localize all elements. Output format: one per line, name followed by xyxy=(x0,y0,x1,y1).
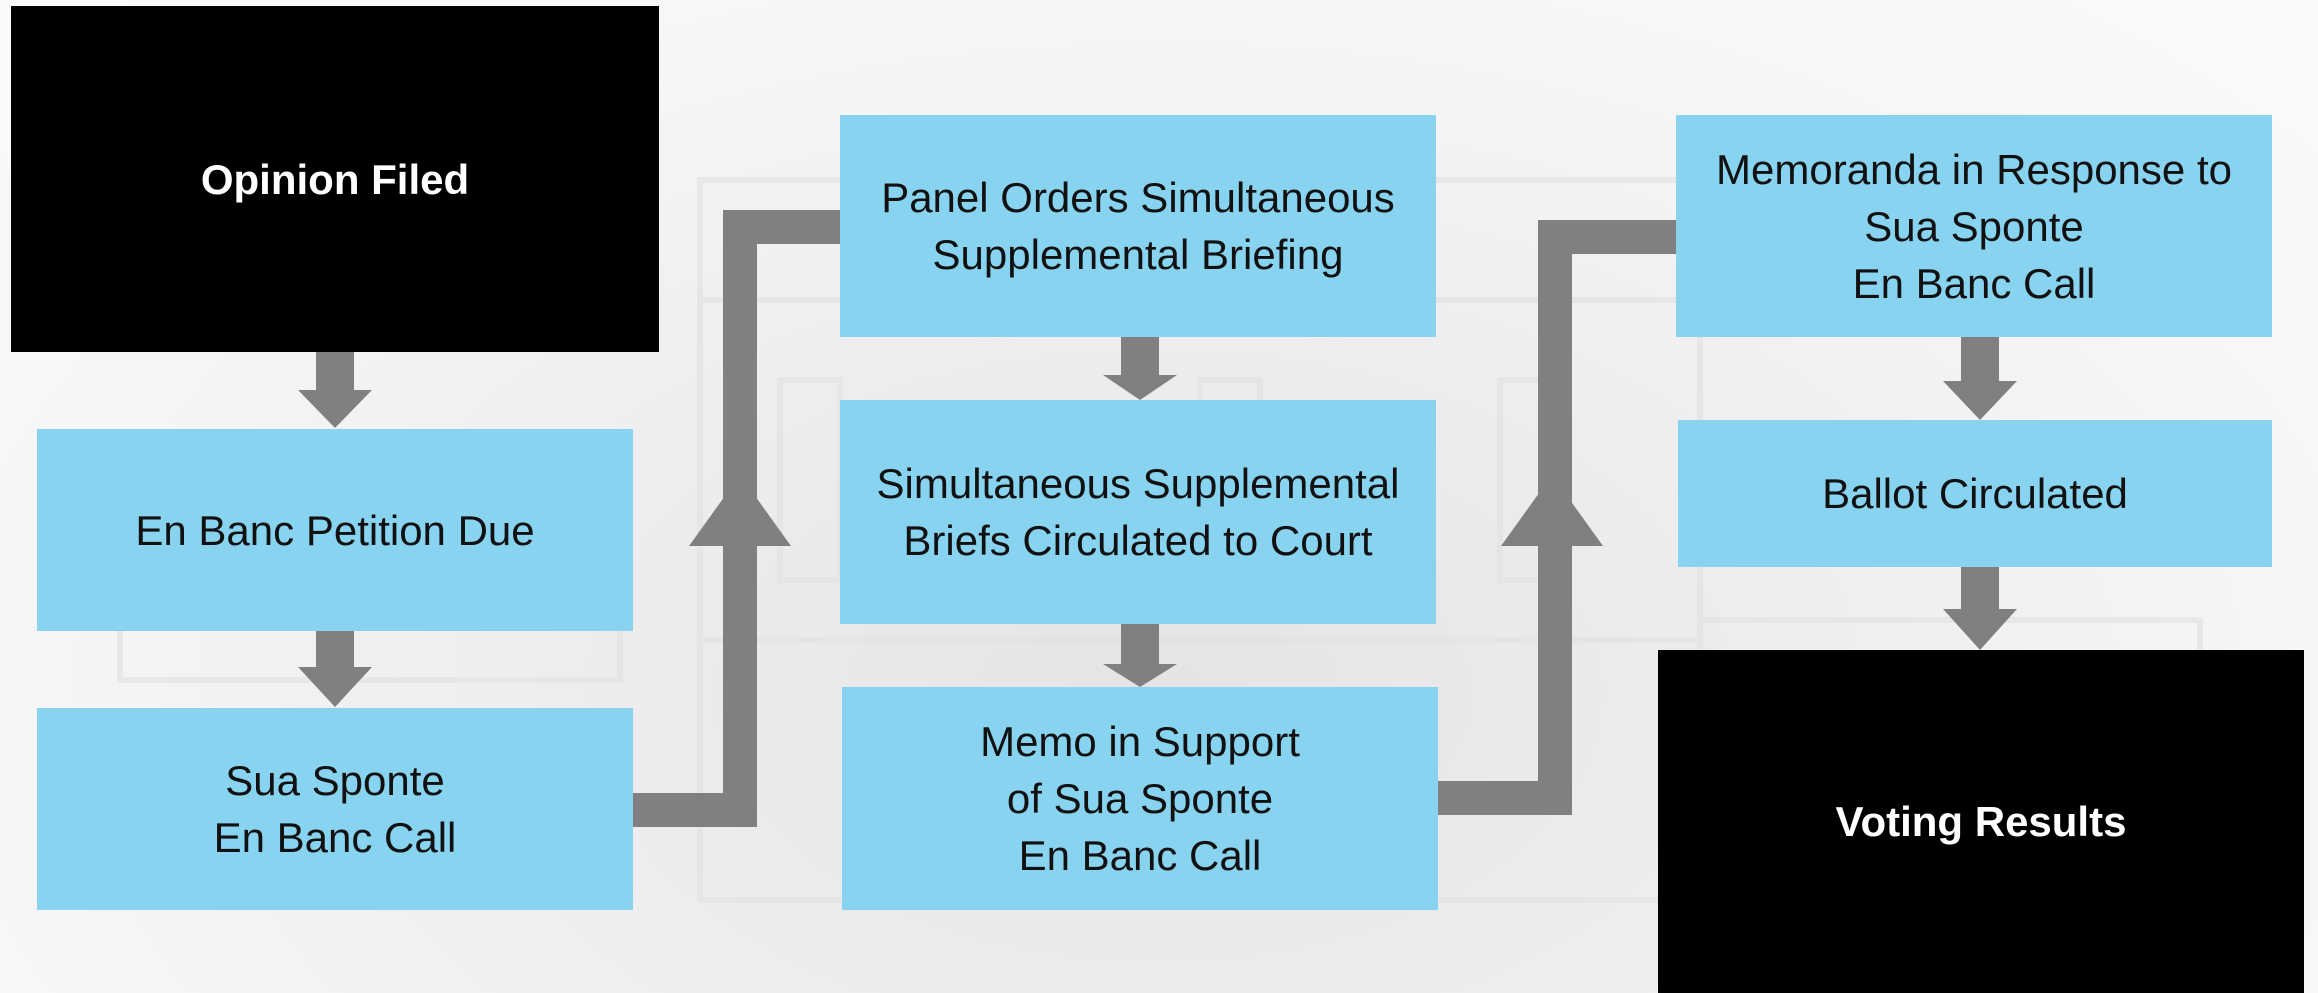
arrow-panel-orders-to-briefs xyxy=(1103,337,1177,400)
step-label: Panel Orders Simultaneous Supplemental B… xyxy=(881,174,1395,278)
step-label: Opinion Filed xyxy=(200,155,470,203)
step-en-banc-petition-due: En Banc Petition Due xyxy=(37,429,633,631)
step-opinion-filed: Opinion Filed xyxy=(11,6,659,352)
step-briefs-circulated: Simultaneous Supplemental Briefs Circula… xyxy=(840,400,1436,624)
step-label: Voting Results xyxy=(1835,798,2127,845)
step-label: Memo in Support of Sua Sponte En Banc Ca… xyxy=(980,718,1300,879)
arrow-briefs-to-memo xyxy=(1103,624,1177,687)
arrow-memoranda-to-ballot xyxy=(1943,337,2017,420)
step-label: Simultaneous Supplemental Briefs Circula… xyxy=(876,460,1400,564)
arrow-opinion-to-petition xyxy=(298,352,372,428)
step-label: Ballot Circulated xyxy=(1822,470,2128,517)
step-memo-in-support: Memo in Support of Sua Sponte En Banc Ca… xyxy=(842,687,1438,910)
step-voting-results: Voting Results xyxy=(1658,650,2304,993)
step-label: Sua Sponte En Banc Call xyxy=(213,757,457,861)
step-ballot-circulated: Ballot Circulated xyxy=(1678,420,2272,567)
step-sua-sponte-en-banc-call: Sua Sponte En Banc Call xyxy=(37,708,633,910)
arrow-ballot-to-voting xyxy=(1943,567,2017,650)
elbow-sua-sponte-to-panel-orders xyxy=(632,210,841,827)
step-label: En Banc Petition Due xyxy=(135,506,535,554)
step-label: Memoranda in Response to Sua Sponte En B… xyxy=(1716,145,2232,307)
step-panel-orders-briefing: Panel Orders Simultaneous Supplemental B… xyxy=(840,115,1436,337)
arrow-petition-to-sua-sponte xyxy=(298,631,372,707)
elbow-memo-to-memoranda xyxy=(1437,220,1678,815)
step-memoranda-in-response: Memoranda in Response to Sua Sponte En B… xyxy=(1676,115,2272,337)
